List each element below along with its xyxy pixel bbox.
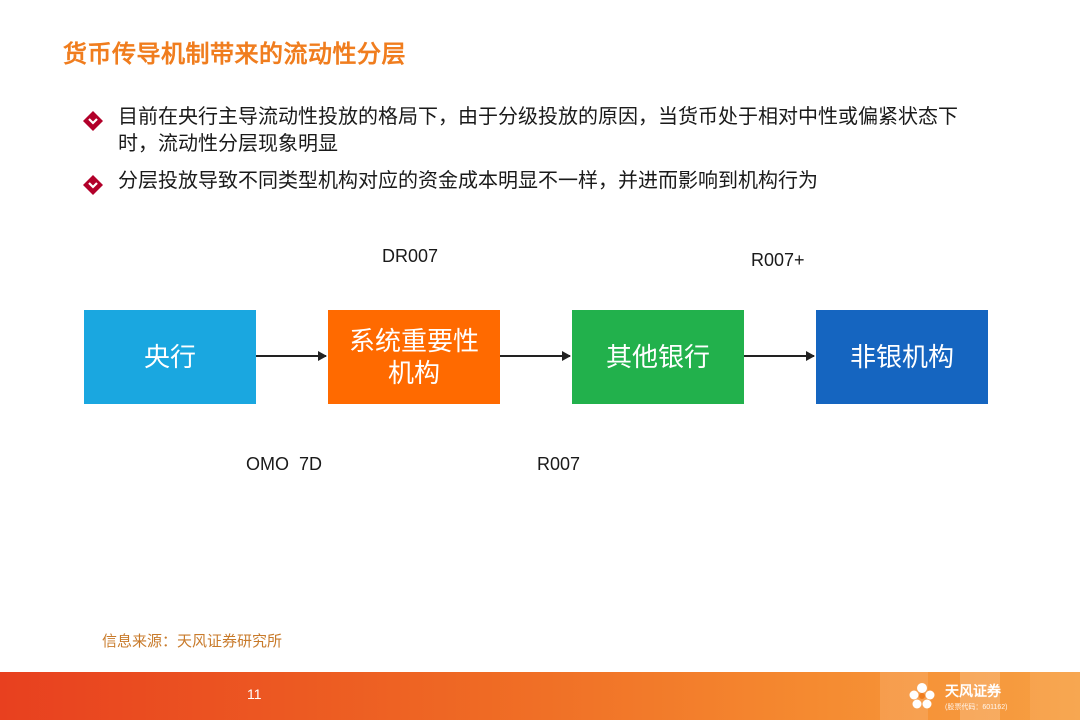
bullet-text: 目前在央行主导流动性投放的格局下，由于分级投放的原因，当货币处于相对中性或偏紧状… (118, 106, 958, 155)
node-central-bank: 央行 (84, 310, 256, 404)
node-label-line1: 系统重要性 (348, 326, 479, 356)
diamond-arrow-icon (83, 175, 103, 195)
node-label-line2: 机构 (387, 358, 440, 388)
bullet-list: 目前在央行主导流动性投放的格局下，由于分级投放的原因，当货币处于相对中性或偏紧状… (82, 104, 982, 205)
page-number: 11 (247, 686, 262, 702)
node-label: 央行 (143, 342, 196, 372)
source-note: 信息来源：天风证券研究所 (102, 634, 283, 650)
diamond-arrow-icon (83, 111, 103, 131)
slide-title: 货币传导机制带来的流动性分层 (63, 41, 406, 68)
rate-label-dr007: DR007 (382, 246, 439, 266)
logo-name: 天风证券 (945, 682, 1001, 699)
rate-label-r007-plus: R007+ (751, 250, 805, 270)
footer-bar (0, 672, 1080, 720)
node-other-banks: 其他银行 (572, 310, 744, 404)
rate-label-omo: OMO 7D (246, 454, 323, 474)
bullet-text: 分层投放导致不同类型机构对应的资金成本明显不一样，并进而影响到机构行为 (118, 170, 818, 192)
bullet-item: 分层投放导致不同类型机构对应的资金成本明显不一样，并进而影响到机构行为 (82, 168, 982, 195)
node-label: 非银机构 (849, 342, 954, 372)
node-systemic-institutions: 系统重要性 机构 (328, 310, 500, 404)
company-logo: 天风证券 (股票代码：601162) (905, 678, 1045, 714)
arrow-systemic-to-banks (500, 351, 571, 361)
arrow-central-to-systemic (256, 351, 327, 361)
node-nonbank-institutions: 非银机构 (816, 310, 988, 404)
logo-tagline: (股票代码：601162) (945, 703, 1008, 711)
node-label: 其他银行 (605, 342, 710, 372)
arrow-banks-to-nonbank (744, 351, 815, 361)
rate-label-r007: R007 (537, 454, 581, 474)
flower-logo-icon (909, 683, 935, 709)
bullet-item: 目前在央行主导流动性投放的格局下，由于分级投放的原因，当货币处于相对中性或偏紧状… (82, 104, 982, 158)
